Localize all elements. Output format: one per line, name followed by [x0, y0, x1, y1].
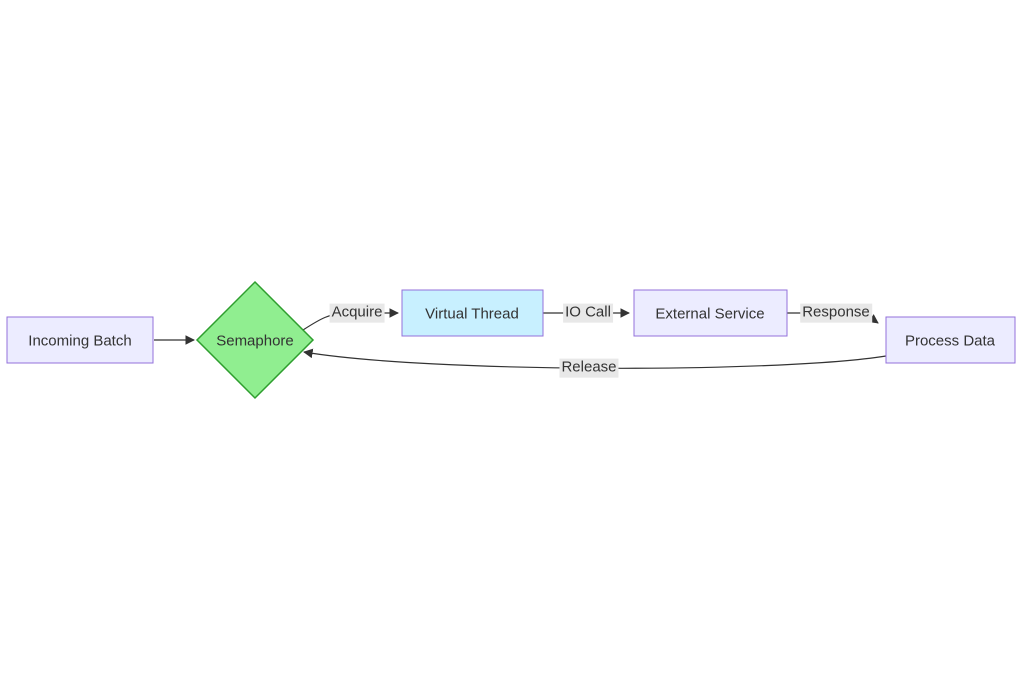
edge-label-io-call: IO Call — [563, 303, 613, 323]
node-external-service — [633, 289, 788, 337]
node-label-process-data: Process Data — [905, 332, 996, 349]
edge-label-release: Release — [559, 358, 619, 378]
node-process-data — [885, 316, 1016, 364]
edge-label-acquire: Acquire — [329, 303, 385, 323]
node-label-incoming-batch: Incoming Batch — [28, 332, 131, 349]
node-label-external-service: External Service — [655, 305, 764, 322]
node-virtual-thread — [401, 289, 544, 337]
node-label-virtual-thread: Virtual Thread — [425, 305, 519, 322]
node-semaphore — [195, 280, 315, 400]
node-label-semaphore: Semaphore — [216, 332, 294, 349]
node-incoming-batch — [6, 316, 154, 364]
edge-label-response: Response — [800, 303, 872, 323]
